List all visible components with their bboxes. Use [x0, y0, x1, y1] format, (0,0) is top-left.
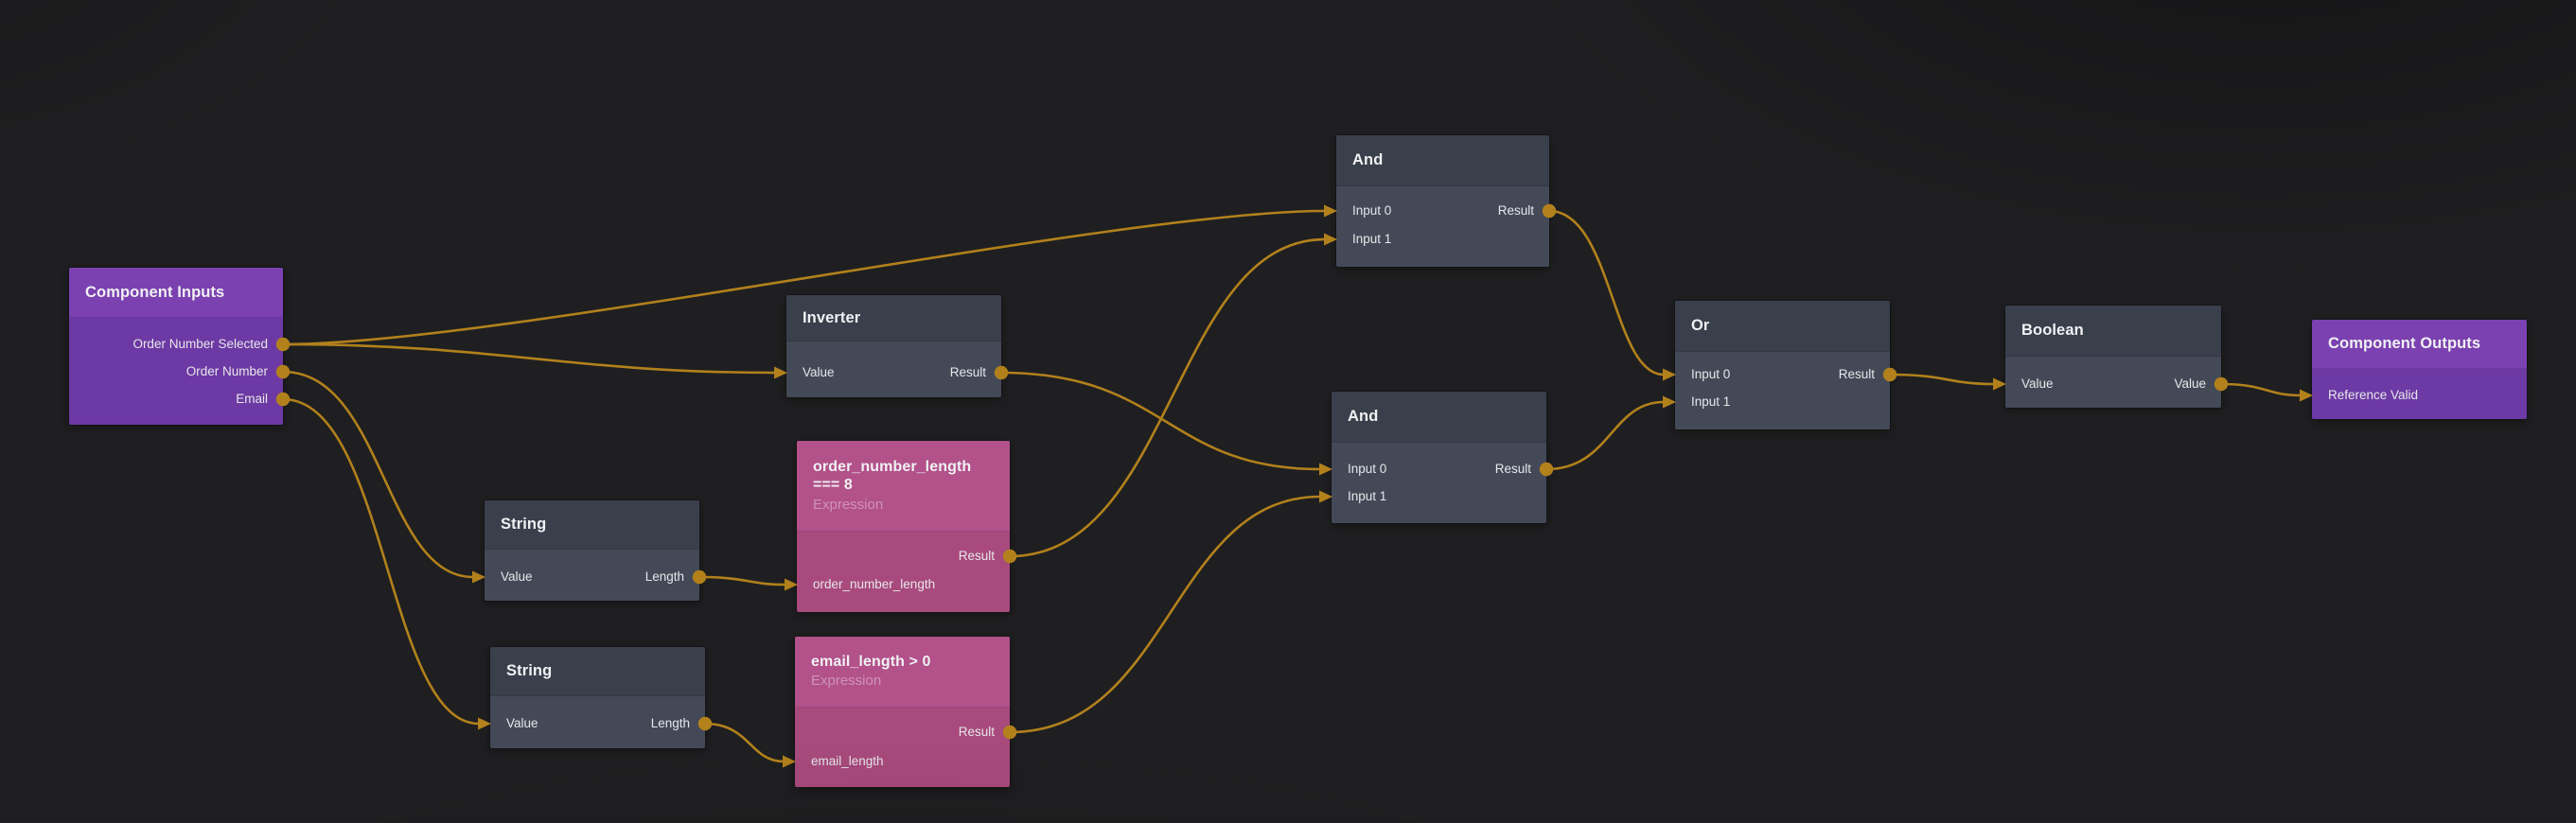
wire-and-2.result--or.input-1[interactable]	[1544, 400, 1666, 471]
input-port-arrow-icon[interactable]	[1663, 368, 1676, 381]
wire-or.result--boolean.value-in[interactable]	[1888, 373, 1996, 386]
node-header: Component Outputs	[2312, 320, 2527, 369]
node-title: order_number_length === 8	[813, 458, 972, 494]
port-in-and-2-input-0[interactable]: Input 0	[1348, 462, 1387, 476]
input-port-arrow-icon[interactable]	[472, 570, 485, 584]
node-header: And	[1336, 135, 1549, 186]
node-header: Component Inputs	[69, 268, 283, 318]
port-in-string-2-value[interactable]: Value	[506, 716, 538, 730]
node-header: And	[1332, 392, 1546, 443]
node-header: Boolean	[2005, 306, 2221, 357]
wire-component-inputs.email--string-2.value[interactable]	[281, 397, 481, 726]
port-in-string-1-value[interactable]: Value	[501, 569, 533, 584]
port-out-string-1-length[interactable]: Length	[644, 569, 684, 584]
input-port-arrow-icon[interactable]	[2300, 389, 2313, 402]
input-port-arrow-icon[interactable]	[478, 717, 491, 730]
port-in-inverter-value[interactable]: Value	[803, 365, 835, 379]
node-subtitle: Expression	[813, 496, 884, 513]
input-port-arrow-icon[interactable]	[1324, 233, 1337, 246]
port-out-and-2-result[interactable]: Result	[1494, 462, 1531, 476]
node-header: String	[485, 500, 699, 550]
port-out-expression-2-result[interactable]: Result	[958, 725, 995, 739]
port-out-component-inputs-order-number-selected[interactable]: Order Number Selected	[132, 337, 268, 351]
node-title: Component Outputs	[2328, 335, 2481, 353]
node-title: String	[501, 516, 547, 534]
port-in-boolean-value-in[interactable]: Value	[2021, 376, 2054, 391]
input-port-arrow-icon[interactable]	[783, 755, 796, 768]
port-in-and-1-input-0[interactable]: Input 0	[1352, 203, 1392, 218]
port-out-expression-1-result[interactable]: Result	[958, 549, 995, 563]
input-port-arrow-icon[interactable]	[1319, 490, 1332, 503]
wire-string-2.length--expression-2.email_length[interactable]	[703, 722, 785, 763]
node-title: And	[1352, 151, 1384, 169]
node-header: email_length > 0 Expression	[795, 637, 1010, 708]
node-header: order_number_length === 8 Expression	[797, 441, 1010, 532]
node-subtitle: Expression	[811, 673, 882, 690]
input-port-arrow-icon[interactable]	[1663, 395, 1676, 409]
port-out-component-inputs-email[interactable]: Email	[236, 392, 268, 406]
node-header: String	[490, 647, 705, 696]
node-title: Inverter	[803, 308, 861, 326]
input-port-arrow-icon[interactable]	[1319, 463, 1332, 476]
wire-inverter.result--and-2.input-0[interactable]	[999, 371, 1322, 471]
wire-boolean.value-out--component-outputs.reference-valid[interactable]	[2219, 382, 2303, 397]
port-in-or-input-0[interactable]: Input 0	[1691, 367, 1731, 381]
port-in-or-input-1[interactable]: Input 1	[1691, 394, 1731, 409]
node-title: String	[506, 662, 553, 680]
node-title: Or	[1691, 317, 1710, 335]
input-port-arrow-icon[interactable]	[1324, 204, 1337, 218]
port-in-component-outputs-reference-valid[interactable]: Reference Valid	[2328, 388, 2419, 402]
wire-component-inputs.order-number-selected--inverter.value[interactable]	[281, 342, 777, 375]
port-out-inverter-result[interactable]: Result	[949, 365, 986, 379]
wire-expression-2.result--and-2.input-1[interactable]	[1008, 495, 1322, 734]
port-in-and-2-input-1[interactable]: Input 1	[1348, 489, 1387, 503]
port-out-component-inputs-order-number[interactable]: Order Number	[185, 364, 268, 378]
node-title: Component Inputs	[85, 283, 225, 301]
port-in-and-1-input-1[interactable]: Input 1	[1352, 232, 1392, 246]
node-title: And	[1348, 408, 1379, 426]
port-in-expression-1-order_number_length[interactable]: order_number_length	[813, 577, 936, 591]
node-title: email_length > 0	[811, 653, 931, 670]
wire-component-inputs.order-number--string-1.value[interactable]	[281, 370, 475, 579]
node-header: Or	[1675, 301, 1890, 352]
port-out-string-2-length[interactable]: Length	[650, 716, 690, 730]
node-title: Boolean	[2021, 322, 2084, 340]
input-port-arrow-icon[interactable]	[1993, 377, 2006, 391]
port-out-and-1-result[interactable]: Result	[1497, 203, 1534, 218]
input-port-arrow-icon[interactable]	[774, 366, 787, 379]
input-port-arrow-icon[interactable]	[785, 578, 798, 591]
port-out-or-result[interactable]: Result	[1838, 367, 1875, 381]
port-out-boolean-value-out[interactable]: Value	[2174, 376, 2206, 391]
wire-and-1.result--or.input-0[interactable]	[1547, 209, 1666, 376]
port-in-expression-2-email_length[interactable]: email_length	[811, 754, 884, 768]
wire-string-1.length--expression-1.order_number_length[interactable]	[697, 575, 787, 587]
wire-expression-1.result--and-1.input-1[interactable]	[1008, 237, 1327, 558]
node-header: Inverter	[786, 295, 1001, 341]
